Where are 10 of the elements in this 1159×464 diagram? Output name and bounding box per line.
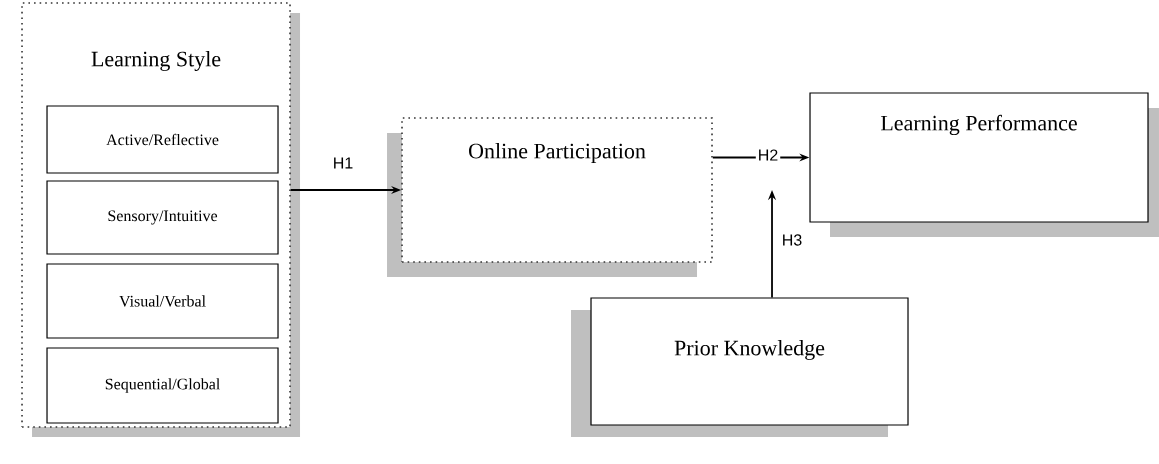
- edge-label: H3: [779, 232, 805, 248]
- edge-label: H2: [755, 147, 781, 163]
- concept-box: Prior Knowledge: [571, 297, 909, 437]
- concept-box: Sensory/Intuitive: [46, 180, 279, 255]
- concept-box: Visual/Verbal: [46, 263, 279, 339]
- edge-label: H1: [330, 155, 356, 171]
- concept-box: Learning Performance: [809, 92, 1159, 237]
- concept-box: Sequential/Global: [46, 347, 279, 424]
- concept-box: Online Participation: [387, 117, 713, 277]
- concept-box: Active/Reflective: [46, 105, 279, 174]
